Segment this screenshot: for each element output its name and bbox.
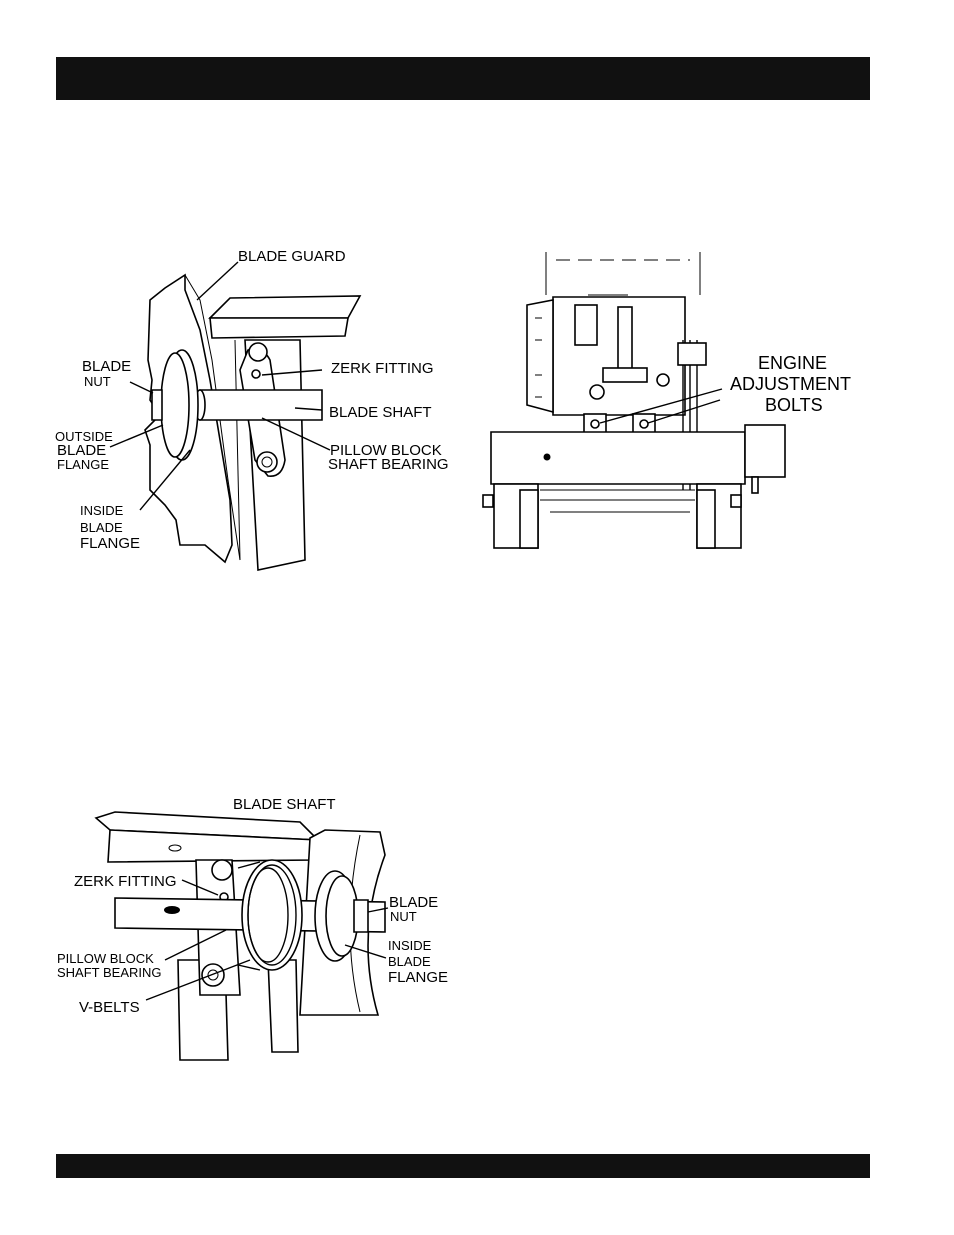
label-outside-flange: FLANGE: [57, 457, 109, 472]
label-v-belts: V-BELTS: [79, 999, 140, 1016]
label-blade-shaft: BLADE SHAFT: [329, 404, 432, 421]
figure-blade-flange-diagram: BLADE GUARD ZERK FITTING BLADE NUT BLADE…: [55, 248, 449, 570]
label-bolts: BOLTS: [765, 395, 823, 415]
label-nut: NUT: [84, 374, 111, 389]
label-inside-blade: BLADE: [80, 520, 123, 535]
label-zerk-fitting-2: ZERK FITTING: [74, 873, 177, 890]
label-inside: INSIDE: [80, 503, 124, 518]
label-shaft-bearing: SHAFT BEARING: [328, 456, 449, 473]
label-zerk-fitting: ZERK FITTING: [331, 360, 434, 377]
label-inside-2: INSIDE: [388, 938, 432, 953]
label-nut-2: NUT: [390, 909, 417, 924]
label-pillow-block-2: PILLOW BLOCK: [57, 951, 154, 966]
label-blade-guard: BLADE GUARD: [238, 248, 346, 265]
label-engine: ENGINE: [758, 353, 827, 373]
label-blade: BLADE: [82, 358, 131, 375]
label-inside-flange-2: FLANGE: [388, 969, 448, 986]
label-inside-blade-2: BLADE: [388, 954, 431, 969]
label-adjustment: ADJUSTMENT: [730, 374, 851, 394]
figure-v-belts-diagram: BLADE SHAFT ZERK FITTING BLADE NUT INSID…: [57, 796, 448, 1060]
label-inside-flange: FLANGE: [80, 535, 140, 552]
label-shaft-bearing-2: SHAFT BEARING: [57, 965, 162, 980]
figure-engine-adjustment-diagram: ENGINE ADJUSTMENT BOLTS: [483, 252, 851, 548]
label-blade-shaft-2: BLADE SHAFT: [233, 796, 336, 813]
